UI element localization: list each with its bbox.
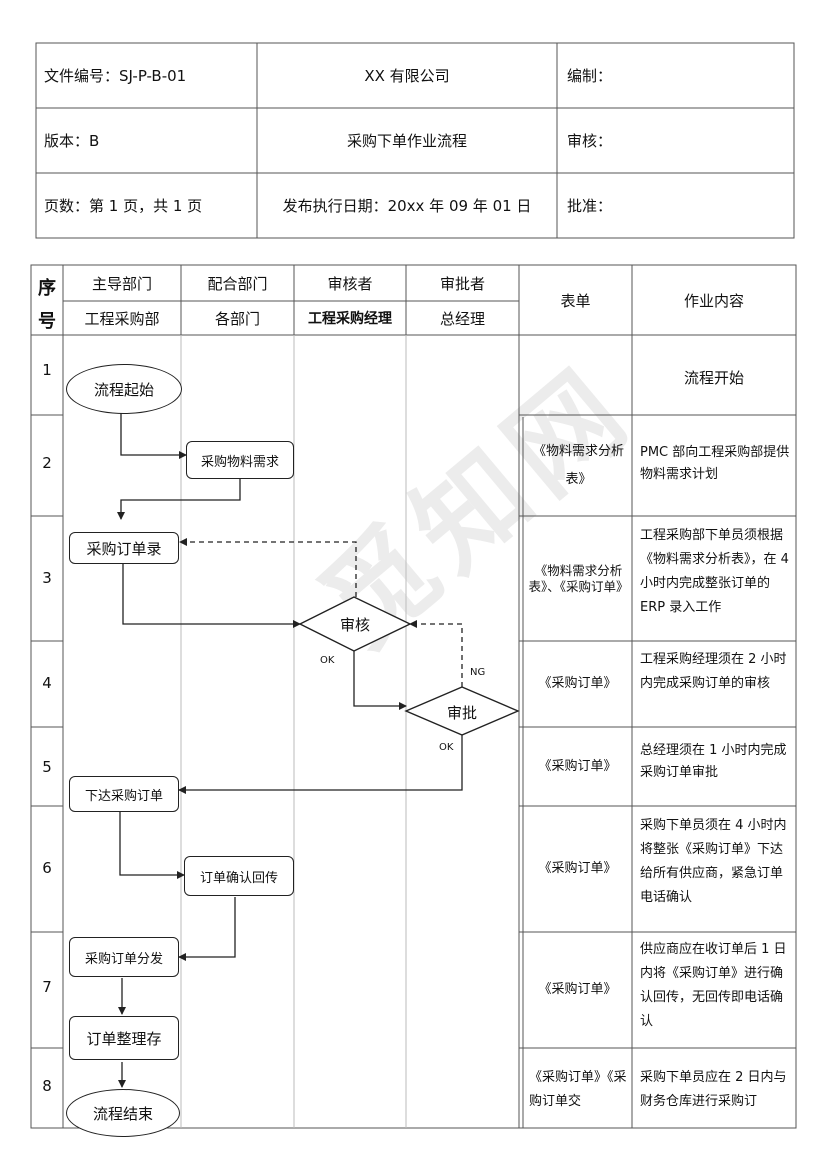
flow-confirm-box: 订单确认回传 xyxy=(184,856,294,896)
form-cell: 《采购订单》 xyxy=(538,676,617,691)
form-cell: 《物料需求分析表》、《采购订单》 xyxy=(528,563,629,594)
content-header: 作业内容 xyxy=(683,291,744,310)
form-cell: 《采购订单》 xyxy=(538,861,617,876)
coop-dept-name: 各部门 xyxy=(214,309,260,328)
reviewer-name: 工程采购经理 xyxy=(308,311,392,327)
form-cell: 《采购订单》《采购订单交 xyxy=(529,1070,627,1109)
row-number: 4 xyxy=(42,674,52,692)
flow-review-label: 审核 xyxy=(339,615,370,634)
form-cell: 《采购订单》 xyxy=(538,982,617,997)
approve-diamond xyxy=(404,686,520,736)
content-cell: 工程采购经理须在 2 小时内完成采购订单的审核 xyxy=(640,652,787,691)
approver-header: 审批者 xyxy=(439,274,485,293)
form-cell: 《采购订单》 xyxy=(538,759,617,774)
content-cell: 供应商应在收订单后 1 日内将《采购订单》进行确认回传，无回传即电话确认 xyxy=(640,942,787,1029)
version: 版本：B xyxy=(44,132,100,150)
content-cell: 采购下单员应在 2 日内与财务仓库进行采购订 xyxy=(640,1070,787,1109)
flow-archive-box: 订单整理存 xyxy=(69,1016,179,1060)
seq-header-1: 序 xyxy=(38,278,56,299)
lead-dept-name: 工程采购部 xyxy=(84,309,160,328)
flow-end-oval: 流程结束 xyxy=(66,1089,180,1137)
ok-label: OK xyxy=(439,742,454,753)
review-diamond xyxy=(298,596,412,652)
form-cell: 《物料需求分析表》 xyxy=(532,444,624,487)
flow-entry-box: 采购订单录 xyxy=(69,532,179,564)
forms-header: 表单 xyxy=(560,291,591,310)
row-number: 8 xyxy=(42,1077,52,1095)
header-grid xyxy=(35,42,795,239)
flow-request-box: 采购物料需求 xyxy=(186,441,294,479)
page-count: 页数：第 1 页，共 1 页 xyxy=(44,197,203,215)
content-cell: 流程开始 xyxy=(683,368,744,387)
approver-name: 总经理 xyxy=(439,309,485,328)
row-number: 3 xyxy=(42,569,52,587)
compiled-by: 编制： xyxy=(567,67,613,85)
row-number: 1 xyxy=(42,361,52,379)
lead-dept-header: 主导部门 xyxy=(91,274,152,293)
row-number: 2 xyxy=(42,454,52,472)
ng-label: NG xyxy=(470,667,486,678)
row-number: 5 xyxy=(42,758,52,776)
flow-start-oval: 流程起始 xyxy=(66,364,182,414)
ok-label: OK xyxy=(320,655,335,666)
content-cell: 总经理须在 1 小时内完成采购订单审批 xyxy=(640,743,787,780)
row-number: 7 xyxy=(42,978,52,996)
reviewed-by: 审核： xyxy=(567,132,613,150)
content-cell: PMC 部向工程采购部提供物料需求计划 xyxy=(640,445,790,482)
coop-dept-header: 配合部门 xyxy=(207,274,268,293)
reviewer-header: 审核者 xyxy=(327,274,373,293)
document-title: 采购下单作业流程 xyxy=(346,132,467,150)
release-date: 发布执行日期：20xx 年 09 年 01 日 xyxy=(282,197,532,215)
approved-by: 批准： xyxy=(567,197,613,215)
seq-header-2: 号 xyxy=(38,311,56,332)
content-cell: 工程采购部下单员须根据《物料需求分析表》，在 4 小时内完成整张订单的 ERP … xyxy=(640,528,789,615)
flow-approve-label: 审批 xyxy=(446,703,477,722)
flow-distribute-box: 采购订单分发 xyxy=(69,937,179,977)
content-cell: 采购下单员须在 4 小时内将整张《采购订单》下达给所有供应商，紧急订单电话确认 xyxy=(640,818,787,905)
company-name: XX 有限公司 xyxy=(364,67,450,85)
row-number: 6 xyxy=(42,859,52,877)
flow-issue-box: 下达采购订单 xyxy=(69,776,179,812)
doc-number: 文件编号：SJ-P-B-01 xyxy=(44,67,187,85)
